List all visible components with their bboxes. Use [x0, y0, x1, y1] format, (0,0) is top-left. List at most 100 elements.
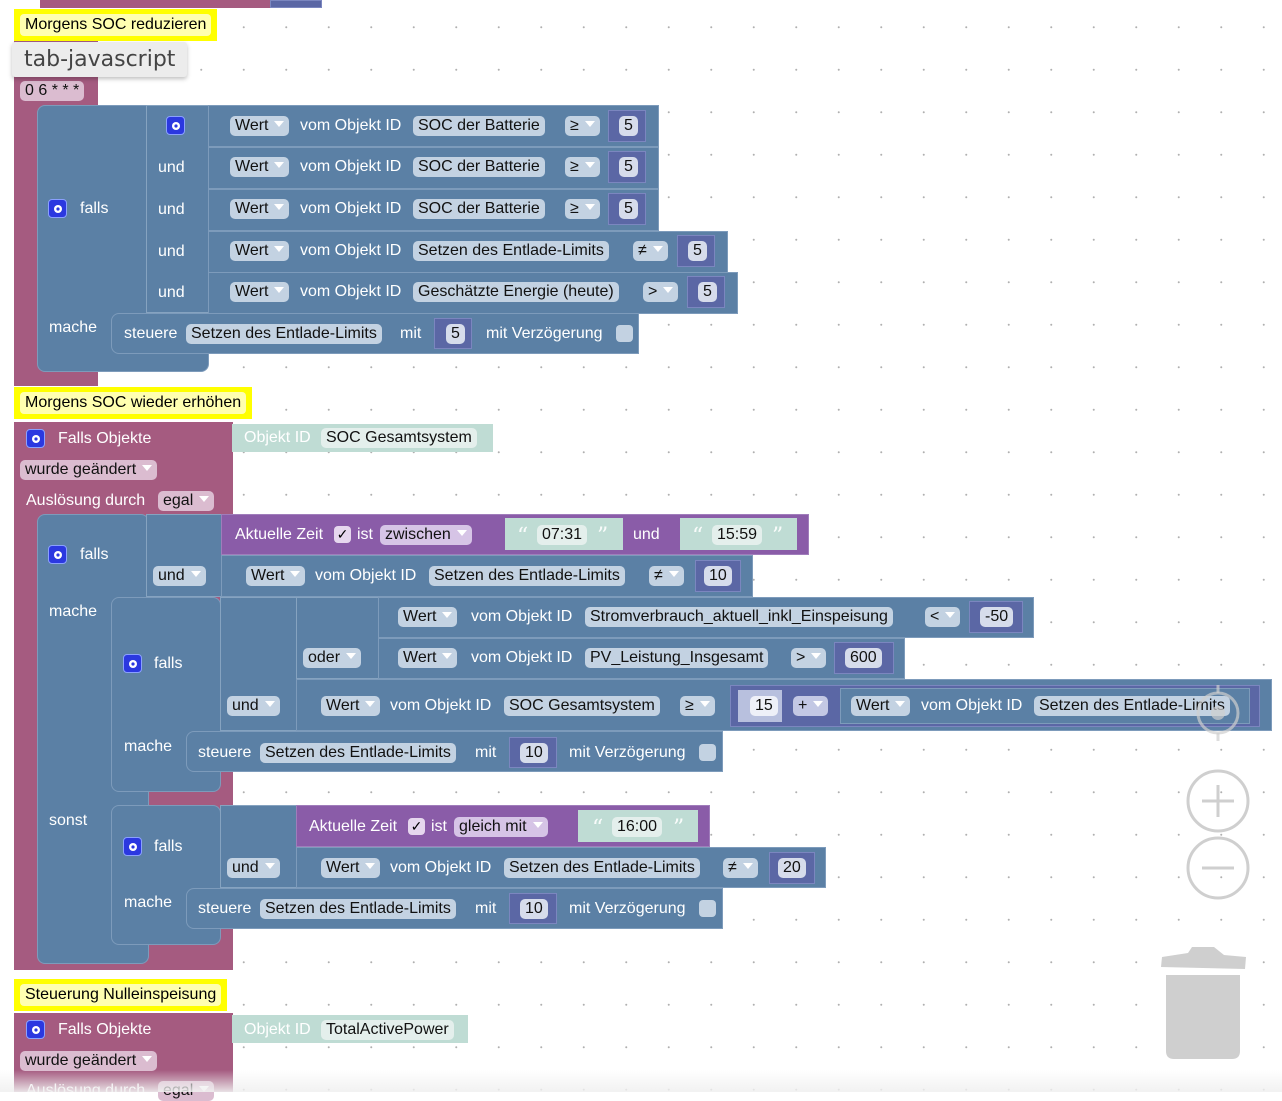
object-field[interactable]: Setzen des Entlade-Limits [504, 858, 700, 878]
object-field[interactable]: SOC der Batterie [413, 116, 545, 136]
zoom-in-icon[interactable] [1185, 768, 1251, 834]
changed-dropdown[interactable]: wurde geändert [20, 460, 158, 480]
object-field[interactable]: Stromverbrauch_aktuell_inkl_Einspeisung [585, 607, 893, 627]
quote-open-icon: “ [692, 524, 704, 549]
time-at-field[interactable]: 16:00 [612, 817, 663, 837]
comment-steuerung-nulleinspeisung[interactable]: Steuerung Nulleinspeisung [14, 979, 228, 1011]
object-id-label: vom Objekt ID [300, 158, 402, 175]
mode-dropdown[interactable]: Wert [321, 696, 381, 716]
mode-dropdown[interactable]: Wert [398, 648, 458, 668]
operator-dropdown[interactable]: ≠ [649, 566, 684, 586]
arithmetic-operator-dropdown[interactable]: + [793, 696, 829, 716]
zoom-out-icon[interactable] [1185, 835, 1251, 901]
and-dropdown[interactable]: und [227, 696, 280, 716]
operator-dropdown[interactable]: ≥ [565, 199, 600, 219]
control-object-field[interactable]: Setzen des Entlade-Limits [260, 899, 456, 919]
object-field[interactable]: Setzen des Entlade-Limits [1034, 696, 1230, 716]
object-field[interactable]: PV_Leistung_Insgesamt [585, 648, 769, 668]
trigger-label: Falls Objekte [58, 1021, 152, 1038]
gear-icon[interactable] [166, 116, 185, 135]
operator-dropdown[interactable]: ≠ [633, 241, 668, 261]
operator-dropdown[interactable]: > [791, 648, 827, 668]
previous-block-fragment[interactable] [40, 0, 270, 8]
time-mode-dropdown[interactable]: gleich mit [454, 817, 548, 837]
object-id-label: vom Objekt ID [300, 283, 402, 300]
previous-value-fragment[interactable] [270, 0, 322, 8]
object-field[interactable]: Setzen des Entlade-Limits [413, 241, 609, 261]
number-field[interactable]: 15 [750, 696, 778, 716]
mode-dropdown[interactable]: Wert [230, 116, 290, 136]
trigger-label: Falls Objekte [58, 430, 152, 447]
delay-checkbox[interactable] [699, 900, 716, 917]
number-field[interactable]: 10 [704, 566, 732, 586]
operator-dropdown[interactable]: ≥ [680, 696, 715, 716]
and-label: und [158, 159, 185, 176]
mode-dropdown[interactable]: Wert [851, 696, 911, 716]
comment-morgens-soc-reduzieren[interactable]: Morgens SOC reduzieren [14, 9, 218, 41]
object-field[interactable]: Geschätzte Energie (heute) [413, 282, 619, 302]
time-from-field[interactable]: 07:31 [537, 525, 588, 545]
check-icon[interactable]: ✓ [334, 526, 351, 543]
mode-dropdown[interactable]: Wert [230, 199, 290, 219]
mode-dropdown[interactable]: Wert [321, 858, 381, 878]
mode-dropdown[interactable]: Wert [230, 241, 290, 261]
object-field[interactable]: SOC Gesamtsystem [504, 696, 660, 716]
delay-checkbox[interactable] [616, 325, 633, 342]
number-field[interactable]: 20 [778, 858, 806, 878]
cron-field[interactable]: 0 6 * * * [20, 81, 85, 101]
control-object-field[interactable]: Setzen des Entlade-Limits [186, 324, 382, 344]
number-field[interactable]: 5 [619, 199, 638, 219]
number-block[interactable] [608, 151, 646, 183]
gear-icon[interactable] [26, 429, 45, 448]
recenter-icon[interactable] [1188, 683, 1248, 743]
gear-icon[interactable] [26, 1020, 45, 1039]
mode-dropdown[interactable]: Wert [398, 607, 458, 627]
is-label: ist [357, 526, 373, 543]
and-dropdown[interactable]: und [227, 858, 280, 878]
gear-icon[interactable] [123, 654, 142, 673]
gear-icon[interactable] [123, 837, 142, 856]
changed-dropdown[interactable]: wurde geändert [20, 1051, 158, 1071]
number-field[interactable]: 5 [619, 116, 638, 136]
number-field[interactable]: 600 [845, 648, 882, 668]
time-mode-dropdown[interactable]: zwischen [380, 525, 472, 545]
object-field[interactable]: SOC der Batterie [413, 199, 545, 219]
operator-dropdown[interactable]: > [643, 282, 679, 302]
object-id-label: vom Objekt ID [390, 859, 492, 876]
object-field[interactable]: SOC der Batterie [413, 157, 545, 177]
operator-dropdown[interactable]: ≠ [723, 858, 758, 878]
object-id-label: vom Objekt ID [300, 117, 402, 134]
check-icon[interactable]: ✓ [408, 818, 425, 835]
number-field[interactable]: 5 [698, 282, 717, 302]
comment-morgens-soc-wieder-erhoehen[interactable]: Morgens SOC wieder erhöhen [14, 387, 253, 419]
trash-icon[interactable] [1158, 945, 1250, 1063]
number-field[interactable]: 5 [446, 324, 465, 344]
mode-dropdown[interactable]: Wert [246, 566, 306, 586]
number-field[interactable]: 5 [619, 157, 638, 177]
object-field[interactable]: TotalActivePower [321, 1020, 454, 1040]
control-label: steuere [198, 744, 252, 761]
object-field[interactable]: Setzen des Entlade-Limits [429, 566, 625, 586]
mode-dropdown[interactable]: Wert [230, 282, 290, 302]
object-field[interactable]: SOC Gesamtsystem [321, 428, 477, 448]
number-field[interactable]: 5 [688, 241, 707, 261]
number-field[interactable]: 10 [520, 743, 548, 763]
operator-dropdown[interactable]: ≥ [565, 116, 600, 136]
and-label: und [633, 526, 660, 543]
trigger-by-dropdown[interactable]: egal [158, 491, 215, 511]
gear-icon[interactable] [48, 199, 67, 218]
time-to-field[interactable]: 15:59 [712, 525, 763, 545]
operator-dropdown[interactable]: < [925, 607, 961, 627]
do-label: mache [124, 894, 173, 911]
control-label: steuere [124, 325, 178, 342]
and-label: und [158, 243, 185, 260]
mode-dropdown[interactable]: Wert [230, 157, 290, 177]
delay-checkbox[interactable] [699, 744, 716, 761]
operator-dropdown[interactable]: ≥ [565, 157, 600, 177]
number-field[interactable]: 10 [520, 899, 548, 919]
or-dropdown[interactable]: oder [303, 648, 362, 668]
and-dropdown[interactable]: und [153, 566, 206, 586]
control-object-field[interactable]: Setzen des Entlade-Limits [260, 743, 456, 763]
number-field[interactable]: -50 [980, 607, 1014, 627]
gear-icon[interactable] [48, 545, 67, 564]
